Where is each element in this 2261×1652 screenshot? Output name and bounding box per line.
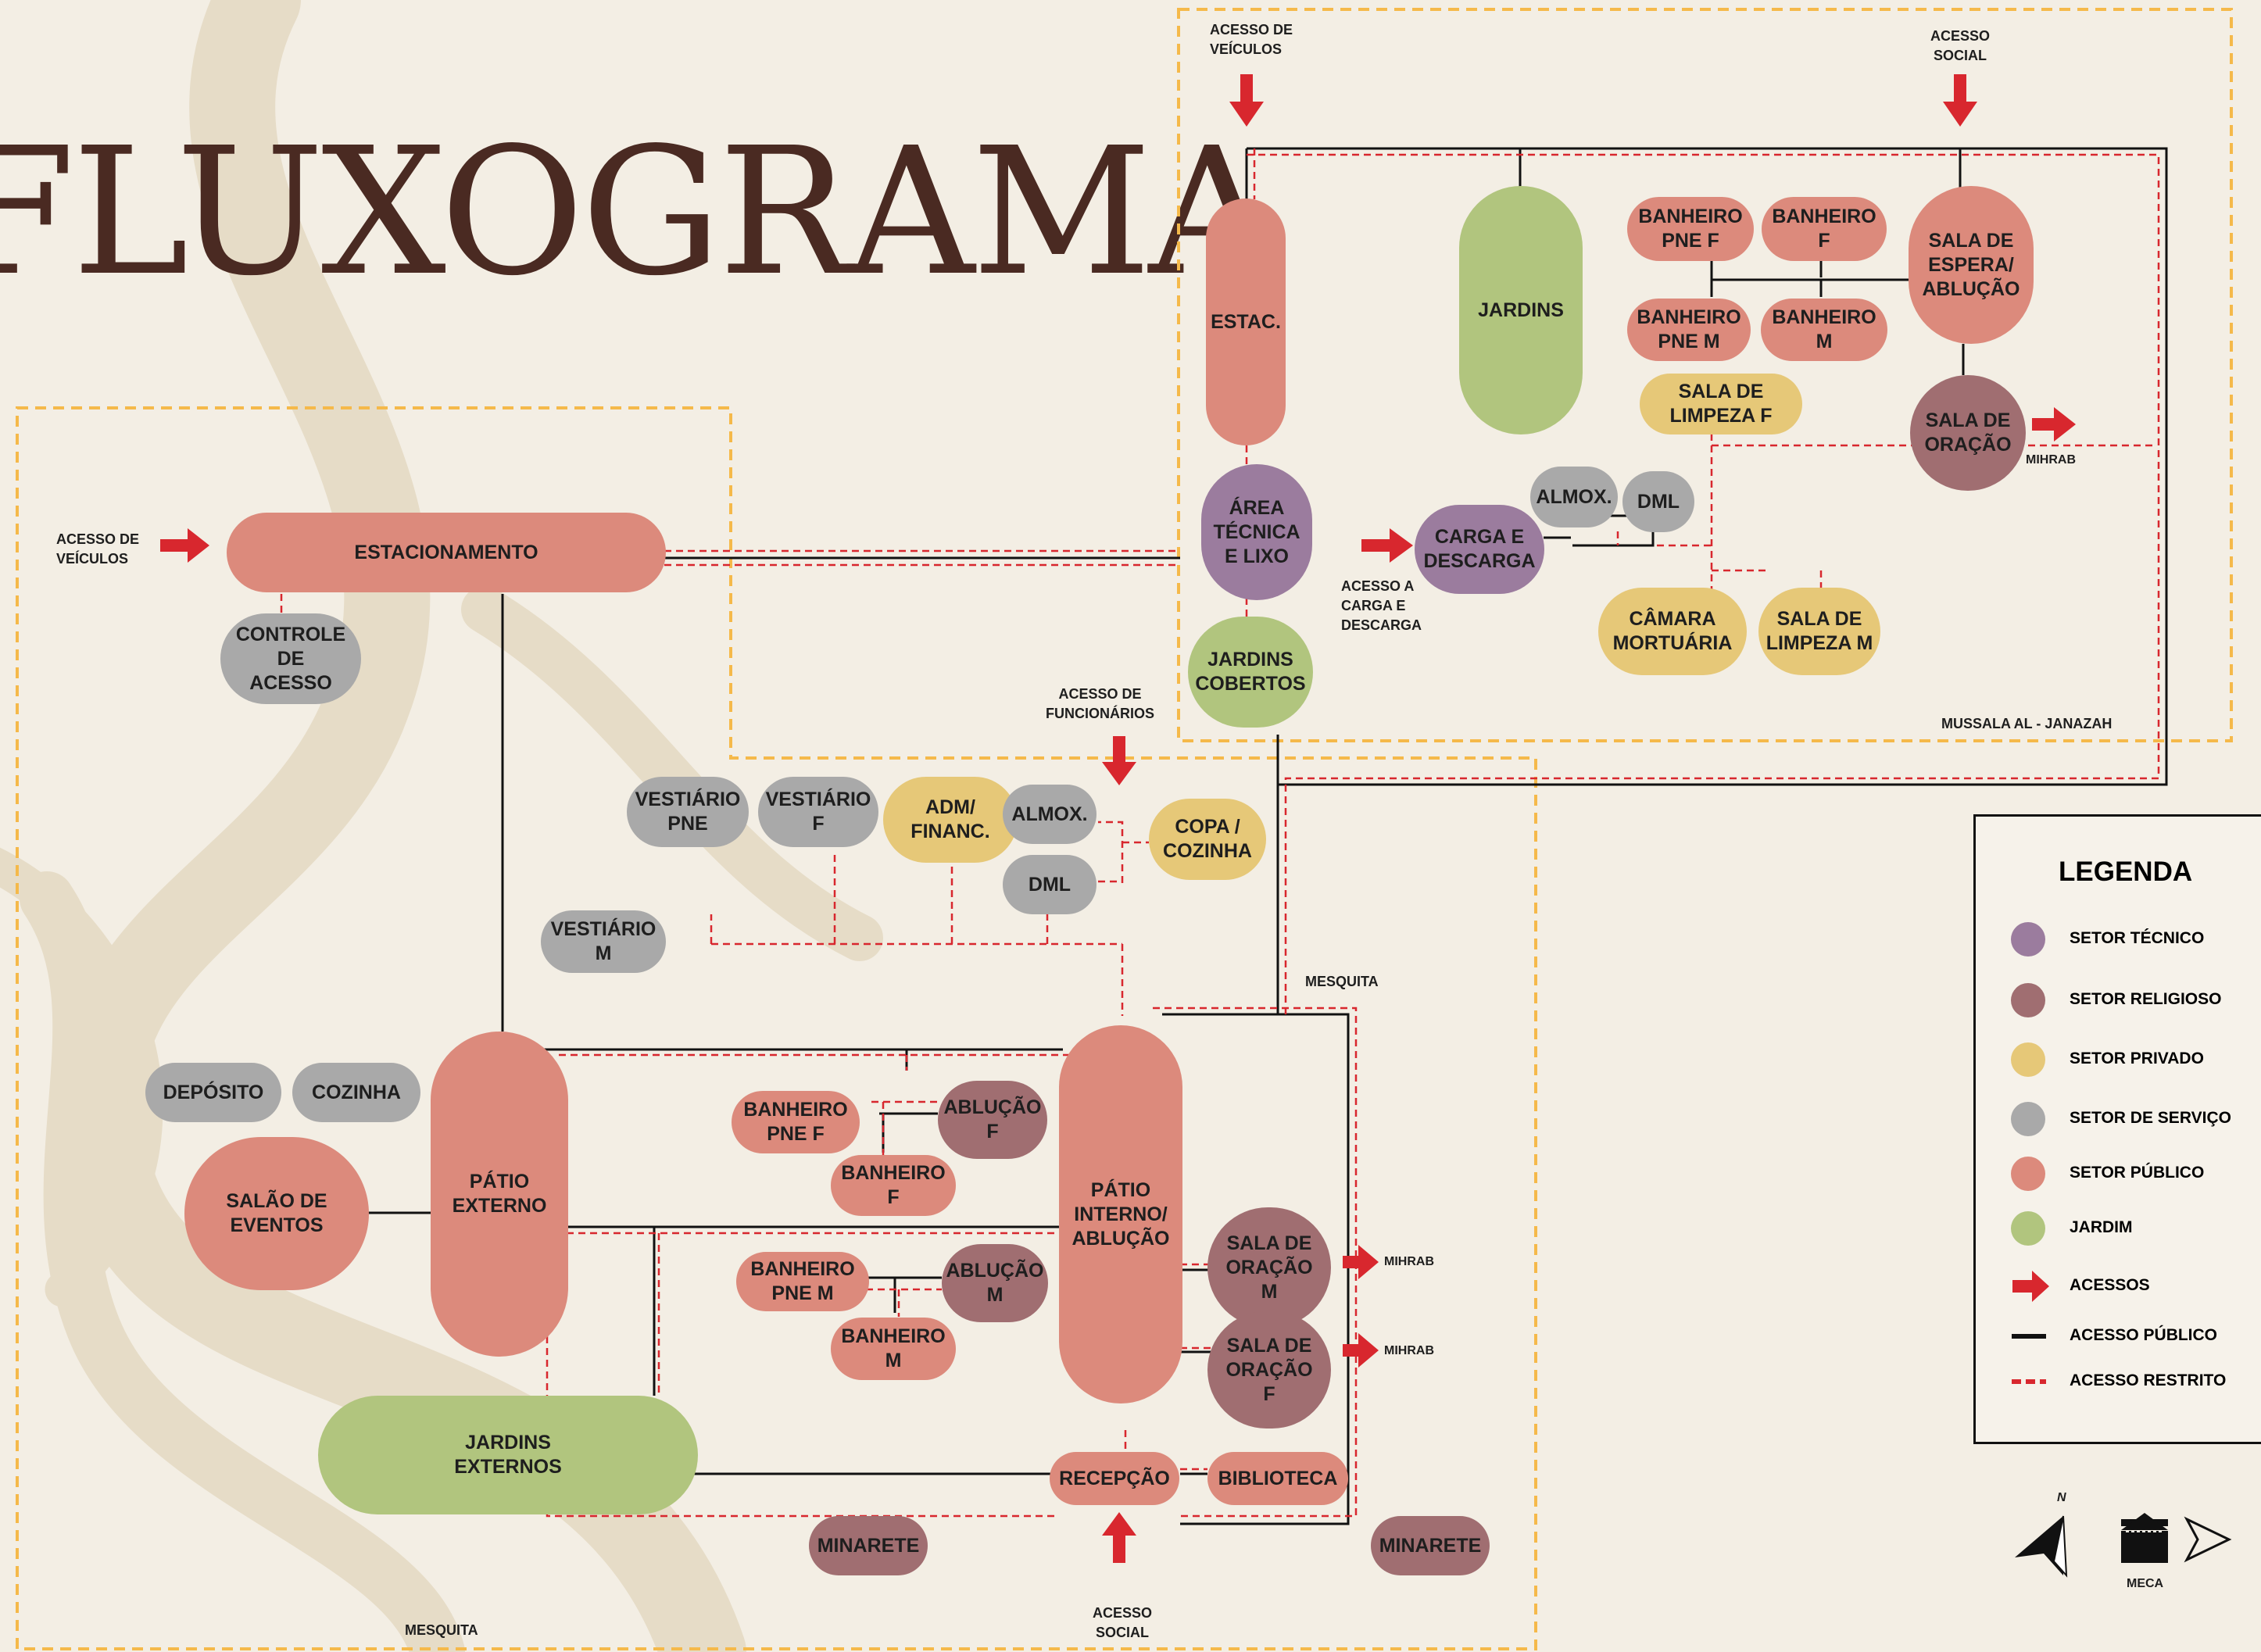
kaaba-icon	[2121, 1513, 2168, 1563]
arrow-veiculos-left	[160, 528, 209, 563]
label-mihrab-2: MIHRAB	[1384, 1255, 1434, 1268]
node-banheiro-pne-f-2: BANHEIRO PNE F	[1627, 197, 1754, 261]
legend-item-label: SETOR PRIVADO	[2070, 1049, 2204, 1067]
node-banheiro-pne-f-1: BANHEIRO PNE F	[732, 1091, 860, 1153]
node-patio-interno: PÁTIO INTERNO/ ABLUÇÃO	[1059, 1025, 1182, 1403]
arrow-mihrab-2	[1343, 1245, 1379, 1279]
node-copa-cozinha: COPA / COZINHA	[1149, 799, 1266, 880]
node-banheiro-m-1: BANHEIRO M	[831, 1318, 956, 1380]
node-dml-2: DML	[1622, 471, 1694, 532]
legend-item-label: SETOR TÉCNICO	[2070, 929, 2205, 947]
compass-meca-label: MECA	[2127, 1577, 2164, 1590]
node-sala-oracao-f: SALA DE ORAÇÃO F	[1207, 1311, 1331, 1429]
legend-swatch-5	[2011, 1211, 2045, 1246]
node-cozinha: COZINHA	[292, 1063, 420, 1122]
node-patio-externo: PÁTIO EXTERNO	[431, 1032, 568, 1357]
arrow-carga	[1361, 528, 1413, 563]
node-estac: ESTAC.	[1206, 198, 1286, 445]
node-biblioteca: BIBLIOTECA	[1207, 1452, 1348, 1505]
node-jardins-externos: JARDINS EXTERNOS	[318, 1396, 698, 1514]
legend-item-label: ACESSO RESTRITO	[2070, 1371, 2227, 1389]
node-recepcao: RECEPÇÃO	[1050, 1452, 1179, 1505]
node-dml-1: DML	[1003, 855, 1097, 914]
node-jardins: JARDINS	[1459, 186, 1583, 434]
node-banheiro-pne-m-2: BANHEIRO PNE M	[1627, 299, 1751, 361]
zone-label-mesquita-top: MESQUITA	[1305, 974, 1379, 989]
node-sala-oracao-m: SALA DE ORAÇÃO M	[1207, 1207, 1331, 1328]
node-ablucao-m: ABLUÇÃO M	[942, 1244, 1048, 1322]
node-controle-acesso: CONTROLE DE ACESSO	[220, 613, 361, 704]
legend-swatch-2	[2011, 1042, 2045, 1077]
zone-borders	[16, 8, 2233, 1650]
legend-swatch-1	[2011, 983, 2045, 1017]
label-acesso-social-top: ACESSO SOCIAL	[1930, 28, 1991, 63]
node-sala-limpeza-m: SALA DE LIMPEZA M	[1758, 588, 1880, 675]
meca-direction-arrow-icon	[2184, 1516, 2232, 1563]
node-banheiro-pne-m-1: BANHEIRO PNE M	[736, 1252, 869, 1311]
legend-item-label: JARDIM	[2070, 1218, 2133, 1236]
arrow-veiculos-top	[1229, 74, 1264, 127]
node-adm-financ: ADM/ FINANC.	[883, 777, 1018, 863]
north-arrow-icon	[2015, 1515, 2068, 1578]
node-deposito: DEPÓSITO	[145, 1063, 281, 1122]
node-banheiro-m-2: BANHEIRO M	[1761, 299, 1887, 361]
node-banheiro-f-1: BANHEIRO F	[831, 1155, 956, 1216]
page-title: FLUXOGRAMA	[0, 110, 1275, 315]
node-estacionamento: ESTACIONAMENTO	[227, 513, 666, 592]
node-vestiario-m: VESTIÁRIO M	[541, 910, 666, 973]
mussala-zone-border	[1177, 8, 2233, 742]
node-vestiario-f: VESTIÁRIO F	[758, 777, 878, 847]
legend-swatch-6	[2012, 1271, 2049, 1302]
node-ablucao-f: ABLUÇÃO F	[938, 1081, 1047, 1159]
node-vestiario-pne: VESTIÁRIO PNE	[627, 777, 749, 847]
compass-north-label: N	[2057, 1491, 2066, 1504]
mosque-zone-border	[16, 406, 1537, 1650]
label-mihrab-1: MIHRAB	[2026, 453, 2076, 467]
zone-label-mesquita-bottom: MESQUITA	[405, 1622, 478, 1638]
node-almox-2: ALMOX.	[1530, 467, 1618, 527]
node-sala-oracao: SALA DE ORAÇÃO	[1910, 375, 2026, 491]
label-acesso-social-bottom: ACESSO SOCIAL	[1093, 1605, 1153, 1640]
node-jardins-cobertos: JARDINS COBERTOS	[1188, 617, 1313, 728]
node-sala-espera: SALA DE ESPERA/ ABLUÇÃO	[1909, 186, 2034, 344]
label-acesso-veiculos-top: ACESSO DE VEÍCULOS	[1210, 22, 1293, 57]
arrow-funcionarios	[1102, 736, 1136, 785]
label-acesso-funcionarios: ACESSO DE FUNCIONÁRIOS	[1046, 686, 1154, 721]
node-area-tecnica: ÁREA TÉCNICA E LIXO	[1201, 464, 1312, 600]
label-acesso-carga: ACESSO A CARGA E DESCARGA	[1341, 578, 1422, 633]
arrow-social-bottom	[1102, 1512, 1136, 1563]
node-almox-1: ALMOX.	[1003, 785, 1097, 844]
node-sala-limpeza-f: SALA DE LIMPEZA F	[1640, 374, 1802, 434]
access-arrows	[160, 74, 2076, 1563]
label-acesso-veiculos-left: ACESSO DE VEÍCULOS	[56, 531, 140, 567]
arrow-mihrab-3	[1343, 1333, 1379, 1368]
legend-item-label: SETOR RELIGIOSO	[2070, 990, 2222, 1008]
legend-swatch-3	[2011, 1102, 2045, 1136]
node-salao-eventos: SALÃO DE EVENTOS	[184, 1137, 369, 1290]
zone-label-mussala: MUSSALA AL - JANAZAH	[1941, 716, 2113, 731]
legend-item-label: ACESSO PÚBLICO	[2070, 1326, 2218, 1344]
label-mihrab-3: MIHRAB	[1384, 1344, 1434, 1357]
legend-swatch-0	[2011, 922, 2045, 957]
node-carga-descarga: CARGA E DESCARGA	[1415, 505, 1544, 594]
node-camara-mortuaria: CÂMARA MORTUÁRIA	[1598, 588, 1747, 675]
legend-item-label: SETOR DE SERVIÇO	[2070, 1109, 2231, 1127]
legend-item-label: SETOR PÚBLICO	[2070, 1164, 2205, 1182]
node-banheiro-f-2: BANHEIRO F	[1762, 197, 1887, 261]
node-minarete-2: MINARETE	[1371, 1516, 1490, 1575]
legend-swatch-4	[2011, 1157, 2045, 1191]
legend-item-label: ACESSOS	[2070, 1276, 2150, 1294]
arrow-social-top	[1943, 74, 1977, 127]
arrow-mihrab-1	[2032, 407, 2076, 442]
node-minarete-1: MINARETE	[809, 1516, 928, 1575]
legend-title: LEGENDA	[2059, 856, 2193, 887]
